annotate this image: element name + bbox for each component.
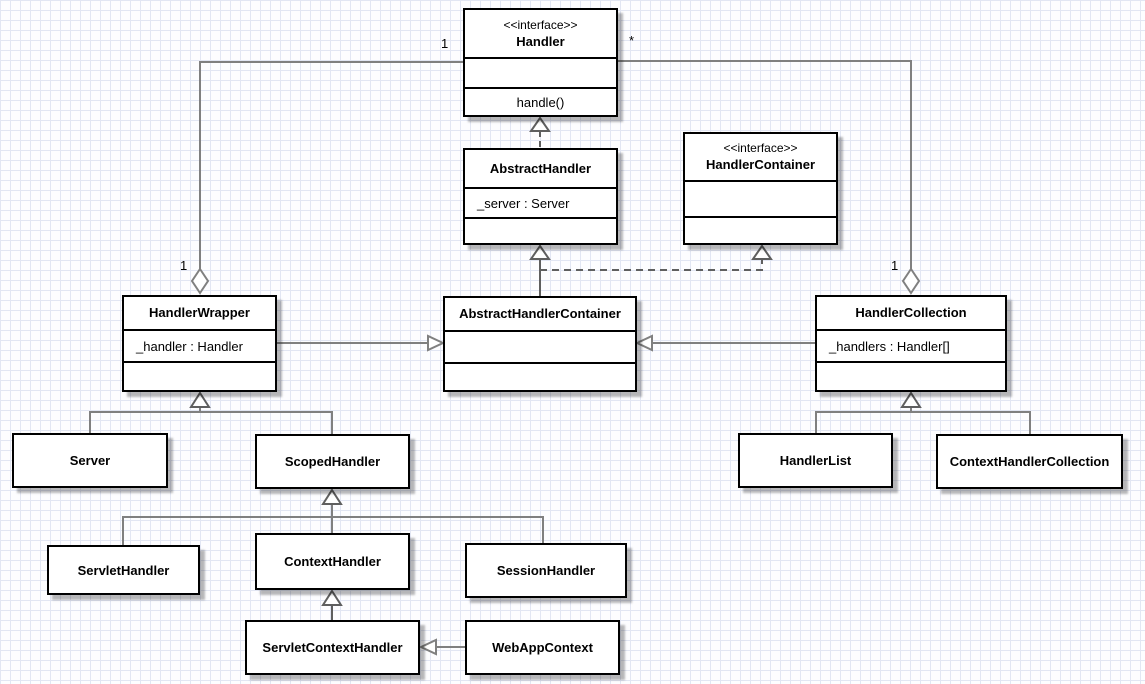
class-server[interactable]: Server bbox=[12, 433, 168, 488]
edge-aggregation-handlercollection-handler[interactable] bbox=[618, 60, 921, 295]
class-title: HandlerWrapper bbox=[124, 297, 275, 329]
edge-generalization-ahc-abstracthandler[interactable] bbox=[529, 244, 551, 296]
class-handlerwrapper[interactable]: HandlerWrapper _handler : Handler bbox=[122, 295, 277, 392]
class-contexthandler[interactable]: ContextHandler bbox=[255, 533, 410, 590]
multiplicity-label-handlercollection-end: * bbox=[629, 33, 635, 48]
class-name: WebAppContext bbox=[492, 640, 593, 655]
attribute-label: _handler : Handler bbox=[136, 338, 243, 354]
class-name: HandlerCollection bbox=[855, 305, 967, 321]
class-title: <<interface>> Handler bbox=[465, 10, 616, 57]
stereotype-label: <<interface>> bbox=[723, 141, 798, 156]
attributes-compartment: _server : Server bbox=[465, 187, 616, 217]
class-name: HandlerContainer bbox=[705, 157, 816, 173]
class-servletcontexthandler[interactable]: ServletContextHandler bbox=[245, 620, 420, 675]
class-name: HandlerWrapper bbox=[149, 305, 250, 321]
edge-generalization-webappcontext-sch[interactable] bbox=[418, 638, 465, 656]
edge-generalization-children-scopedhandler[interactable] bbox=[122, 488, 544, 545]
edge-realization-abstracthandler-handler[interactable] bbox=[529, 116, 551, 148]
attributes-compartment: _handler : Handler bbox=[124, 329, 275, 361]
stereotype-label: <<interface>> bbox=[503, 17, 578, 32]
class-name: ContextHandlerCollection bbox=[949, 454, 1110, 469]
operations-compartment bbox=[685, 216, 836, 243]
attributes-compartment bbox=[685, 180, 836, 216]
class-servlethandler[interactable]: ServletHandler bbox=[47, 545, 200, 595]
attributes-compartment: _handlers : Handler[] bbox=[817, 329, 1005, 361]
class-title: AbstractHandlerContainer bbox=[445, 298, 635, 330]
class-handlerlist[interactable]: HandlerList bbox=[738, 433, 893, 488]
attribute-label: _server : Server bbox=[477, 195, 570, 211]
class-name: AbstractHandlerContainer bbox=[459, 306, 621, 322]
class-name: ServletContextHandler bbox=[262, 640, 403, 655]
operations-compartment bbox=[445, 362, 635, 390]
class-name: AbstractHandler bbox=[489, 160, 592, 176]
edge-realization-ahc-handlercontainer[interactable] bbox=[540, 244, 773, 271]
class-handler[interactable]: <<interface>> Handler handle() bbox=[463, 8, 618, 117]
attribute-label: _handlers : Handler[] bbox=[829, 338, 950, 354]
class-name: Handler bbox=[516, 33, 565, 49]
class-name: HandlerList bbox=[779, 453, 852, 468]
class-scopedhandler[interactable]: ScopedHandler bbox=[255, 434, 410, 489]
class-title: AbstractHandler bbox=[465, 150, 616, 187]
edge-generalization-server-scopedhandler-handlerwrapper[interactable] bbox=[89, 391, 333, 434]
multiplicity-label-handlerwrapper-end: 1 bbox=[441, 36, 449, 51]
class-name: ScopedHandler bbox=[284, 454, 381, 469]
attributes-compartment bbox=[465, 57, 616, 87]
class-contexthandlercollection[interactable]: ContextHandlerCollection bbox=[936, 434, 1123, 489]
class-title: HandlerCollection bbox=[817, 297, 1005, 329]
operations-compartment bbox=[817, 361, 1005, 390]
class-name: ServletHandler bbox=[77, 562, 170, 578]
class-webappcontext[interactable]: WebAppContext bbox=[465, 620, 620, 675]
class-name: ContextHandler bbox=[284, 554, 381, 569]
class-abstracthandlercontainer[interactable]: AbstractHandlerContainer bbox=[443, 296, 637, 392]
edge-generalization-handlercollection-ahc[interactable] bbox=[634, 334, 815, 352]
class-title: <<interface>> HandlerContainer bbox=[685, 134, 836, 180]
edge-aggregation-handlerwrapper-handler[interactable] bbox=[190, 61, 463, 295]
multiplicity-label-handlerwrapper-aggregate: 1 bbox=[180, 258, 188, 273]
class-handlercontainer[interactable]: <<interface>> HandlerContainer bbox=[683, 132, 838, 245]
edge-generalization-handlerlist-chc-handlercollection[interactable] bbox=[815, 391, 1031, 434]
multiplicity-label-handlercollection-aggregate: 1 bbox=[891, 258, 899, 273]
class-abstracthandler[interactable]: AbstractHandler _server : Server bbox=[463, 148, 618, 245]
operation-label: handle() bbox=[516, 94, 565, 110]
class-handlercollection[interactable]: HandlerCollection _handlers : Handler[] bbox=[815, 295, 1007, 392]
attributes-compartment bbox=[445, 330, 635, 362]
class-name: Server bbox=[69, 453, 111, 468]
class-name: SessionHandler bbox=[496, 563, 596, 578]
edge-generalization-handlerwrapper-ahc[interactable] bbox=[277, 334, 446, 352]
class-sessionhandler[interactable]: SessionHandler bbox=[465, 543, 627, 598]
edge-generalization-sch-contexthandler[interactable] bbox=[321, 589, 343, 620]
operations-compartment bbox=[465, 217, 616, 243]
operations-compartment: handle() bbox=[465, 87, 616, 115]
operations-compartment bbox=[124, 361, 275, 390]
